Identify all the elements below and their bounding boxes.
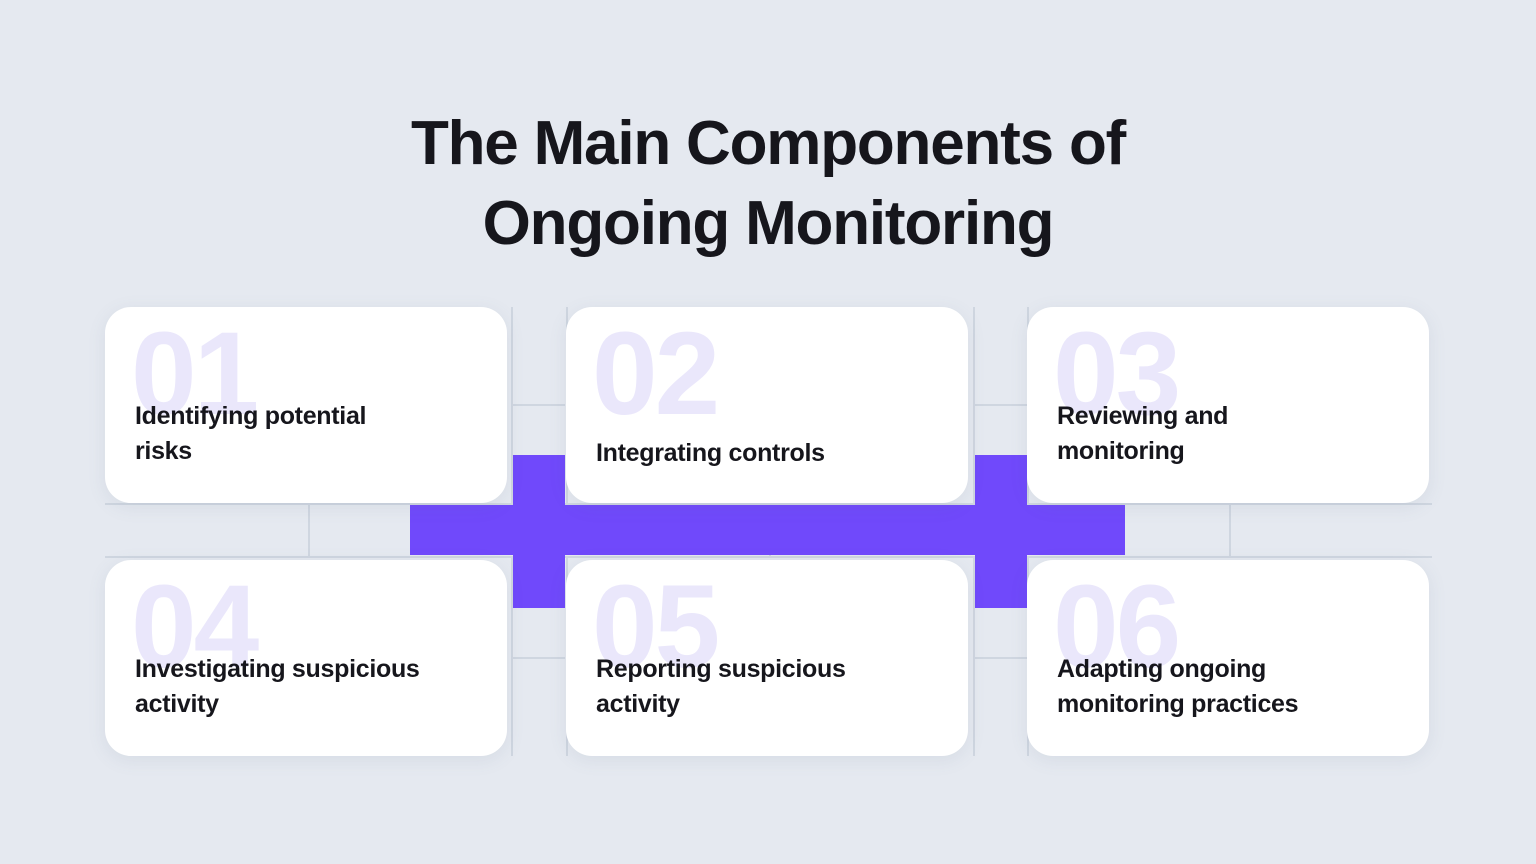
card-title: Investigating suspicious activity bbox=[135, 655, 420, 718]
card-number-watermark: 01 bbox=[131, 308, 259, 440]
grid-line-channel-left-bottom bbox=[511, 556, 513, 756]
grid-line-vertical-1 bbox=[308, 503, 310, 556]
component-card-04[interactable]: 04 Investigating suspicious activity bbox=[105, 560, 507, 756]
grid-line-channel-right-top bbox=[973, 307, 975, 503]
card-title: Identifying potential risks bbox=[135, 402, 367, 465]
grid-line-channel-right-bottom bbox=[973, 556, 975, 756]
grid-line-vertical-3 bbox=[1229, 503, 1231, 556]
card-title: Adapting ongoing monitoring practices bbox=[1057, 655, 1299, 718]
grid-line-horizontal-lower-left bbox=[513, 657, 565, 659]
component-card-01[interactable]: 01 Identifying potential risks bbox=[105, 307, 507, 503]
card-title: Integrating controls bbox=[596, 439, 825, 467]
grid-line-channel-left-top bbox=[511, 307, 513, 503]
grid-line-horizontal-top bbox=[105, 503, 1432, 505]
card-number-watermark: 02 bbox=[592, 308, 720, 440]
grid-line-horizontal-upper-left bbox=[513, 404, 565, 406]
grid-line-horizontal-bottom bbox=[105, 556, 1432, 558]
component-card-05[interactable]: 05 Reporting suspicious activity bbox=[566, 560, 968, 756]
card-number-watermark: 06 bbox=[1053, 561, 1181, 693]
card-title: Reporting suspicious activity bbox=[596, 655, 846, 718]
connector-vertical-bar-left bbox=[513, 455, 565, 608]
connector-vertical-bar-right bbox=[975, 455, 1027, 608]
component-card-02[interactable]: 02 Integrating controls bbox=[566, 307, 968, 503]
component-card-06[interactable]: 06 Adapting ongoing monitoring practices bbox=[1027, 560, 1429, 756]
card-number-watermark: 04 bbox=[131, 561, 259, 693]
card-number-watermark: 05 bbox=[592, 561, 720, 693]
grid-line-horizontal-lower-right bbox=[975, 657, 1027, 659]
component-card-03[interactable]: 03 Reviewing and monitoring bbox=[1027, 307, 1429, 503]
card-title: Reviewing and monitoring bbox=[1057, 402, 1229, 465]
card-number-watermark: 03 bbox=[1053, 308, 1181, 440]
page-title: The Main Components of Ongoing Monitorin… bbox=[410, 109, 1126, 258]
grid-line-horizontal-upper-right bbox=[975, 404, 1027, 406]
